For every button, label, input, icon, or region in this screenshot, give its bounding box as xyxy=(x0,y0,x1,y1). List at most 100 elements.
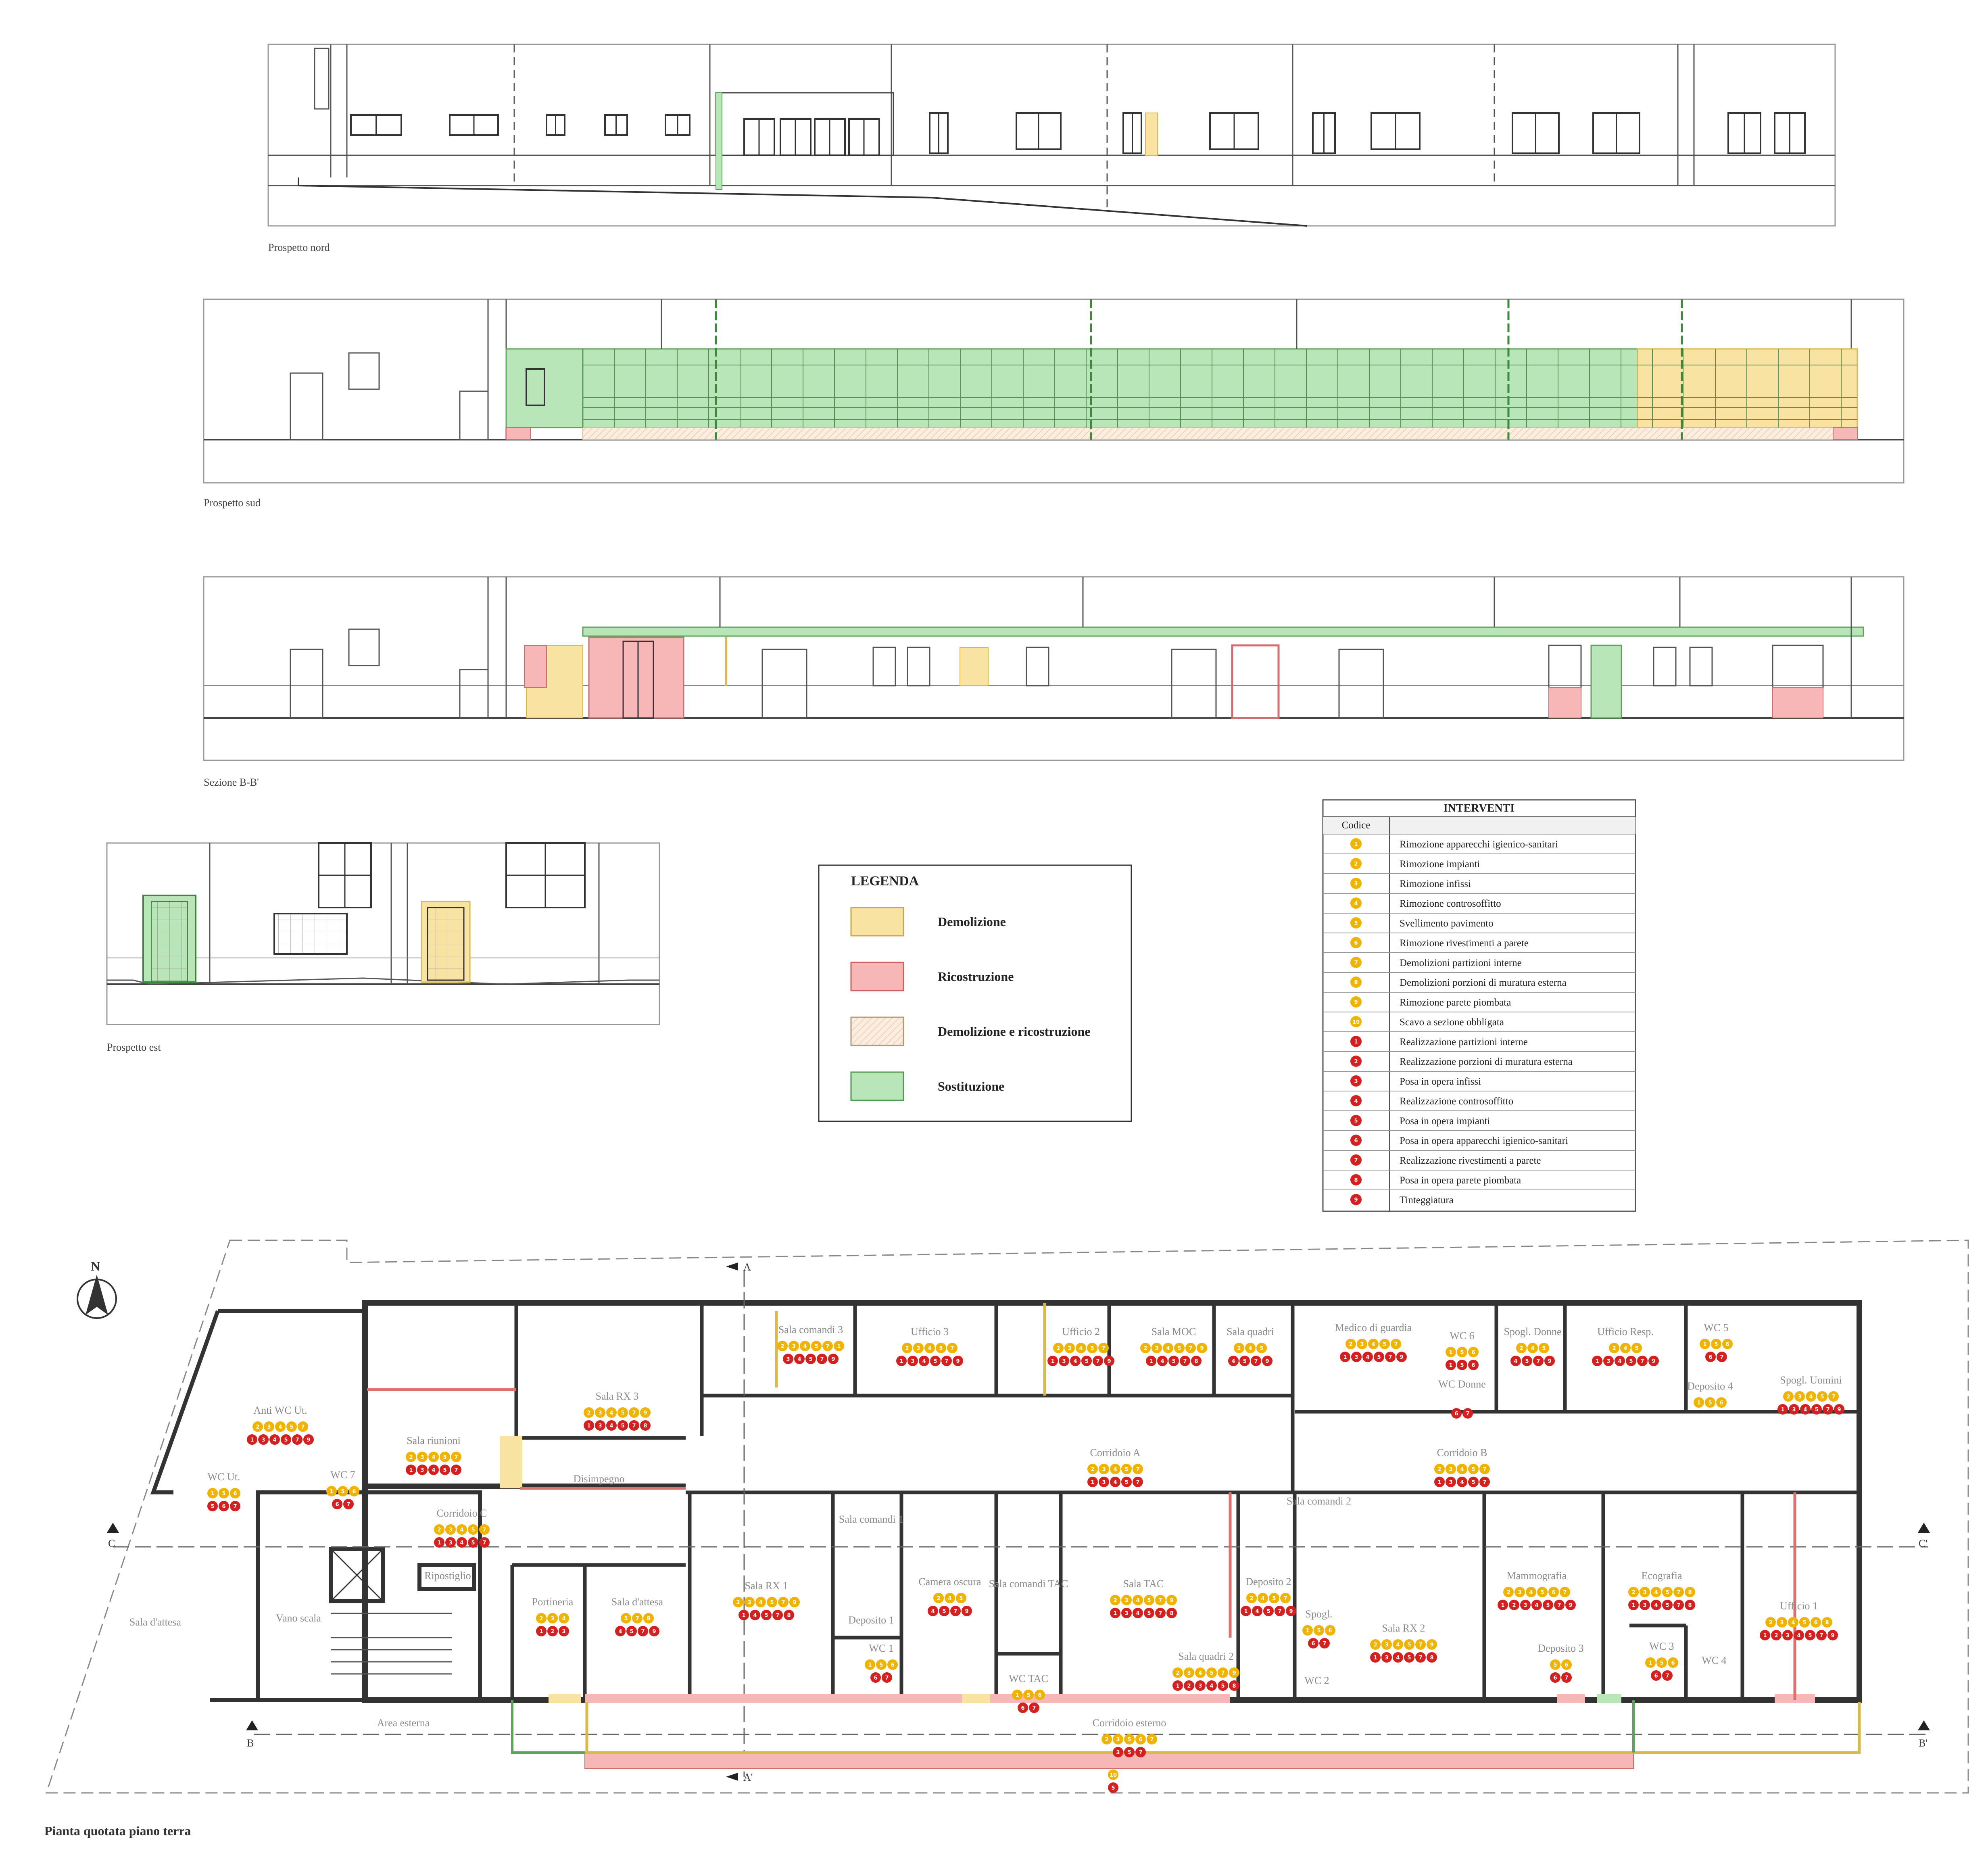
intervention-code: 10 xyxy=(1352,1019,1360,1025)
intervention-code-badge-icon xyxy=(1350,977,1362,988)
demolition-badge-icon xyxy=(924,1343,935,1353)
badge-code: 1 xyxy=(1244,1609,1247,1615)
badge-code: 2 xyxy=(905,1346,909,1352)
badge-code: 7 xyxy=(945,1358,948,1365)
badge-code: 4 xyxy=(931,1609,935,1615)
demolition-badge-icon xyxy=(1151,1343,1162,1353)
badge-code: 7 xyxy=(826,1344,829,1350)
badge-code: 7 xyxy=(454,1467,458,1473)
badge-code: 1 xyxy=(1501,1603,1504,1609)
demolition-badge-icon xyxy=(1140,1343,1151,1353)
badge-code: 4 xyxy=(1255,1609,1259,1615)
section-b-prime-label: B' xyxy=(1919,1737,1928,1749)
demolition-badge-icon xyxy=(1124,1734,1135,1744)
demolition-badge-icon xyxy=(1806,1391,1816,1402)
badge-code: 1 xyxy=(868,1662,872,1668)
construction-badge-icon xyxy=(406,1465,416,1475)
construction-badge-icon xyxy=(1262,1356,1272,1366)
construction-badge-icon xyxy=(1550,1672,1560,1683)
badge-code: 3 xyxy=(551,1616,554,1622)
badge-code: 1 xyxy=(1051,1358,1054,1365)
intervention-description: Rimozione rivestimenti a parete xyxy=(1400,938,1529,949)
construction-badge-icon xyxy=(559,1626,569,1636)
construction-badge-icon xyxy=(1195,1680,1206,1691)
demolition-badge-icon xyxy=(1101,1734,1112,1744)
demolition-badge-icon xyxy=(1256,1343,1267,1353)
construction-badge-icon xyxy=(451,1465,461,1475)
demolition-badge-icon xyxy=(1166,1595,1177,1605)
room-label: Sala riunioni xyxy=(407,1435,461,1446)
badge-code: 7 xyxy=(632,1410,636,1416)
badge-code: 7 xyxy=(1419,1642,1422,1648)
badge-code: 5 xyxy=(1553,1662,1557,1668)
badge-code: 1 xyxy=(1373,1655,1377,1661)
intervention-code-badge-icon xyxy=(1350,1016,1362,1027)
badge-code: 5 xyxy=(1124,1467,1128,1473)
construction-badge-icon xyxy=(1070,1356,1081,1366)
badge-code: 4 xyxy=(1460,1467,1464,1473)
construction-badge-icon xyxy=(761,1610,772,1620)
room-label: Sala comandi 1 xyxy=(839,1513,903,1525)
badge-code: 7 xyxy=(1466,1411,1469,1417)
demolition-badge-icon xyxy=(1302,1625,1313,1636)
badge-code: 9 xyxy=(1232,1670,1236,1676)
construction-badge-icon xyxy=(1457,1477,1467,1487)
badge-code: 1 xyxy=(837,1344,841,1350)
badge-code: 8 xyxy=(1825,1620,1829,1626)
badge-code: 1 xyxy=(330,1489,333,1495)
construction-badge-icon xyxy=(303,1434,314,1445)
badge-code: 2 xyxy=(1349,1342,1352,1348)
demolition-badge-icon xyxy=(1087,1464,1098,1474)
badge-code: 3 xyxy=(1643,1590,1646,1596)
room-label: Sala RX 3 xyxy=(596,1390,639,1402)
construction-badge-icon xyxy=(1415,1652,1426,1663)
construction-badge-icon xyxy=(907,1356,918,1366)
construction-badge-icon xyxy=(1705,1352,1716,1362)
badge-code: 7 xyxy=(1677,1590,1680,1596)
construction-badge-icon xyxy=(417,1465,428,1475)
intervention-code-badge-icon xyxy=(1350,838,1362,849)
badge-code: 5 xyxy=(1815,1407,1818,1413)
demolition-badge-icon xyxy=(1135,1734,1146,1744)
demolition-badge-icon xyxy=(1645,1657,1656,1668)
demolition-badge-icon xyxy=(1783,1391,1794,1402)
badge-code: 4 xyxy=(1113,1479,1117,1486)
demolition-badge-icon xyxy=(1184,1667,1194,1678)
badge-code: 5 xyxy=(933,1358,937,1365)
legend-label-ricostruzione: Ricostruzione xyxy=(938,969,1014,984)
prospetto-sud: Prospetto sud xyxy=(203,298,1905,509)
view-title-prospetto-est: Prospetto est xyxy=(107,1041,161,1053)
construction-badge-icon xyxy=(1615,1356,1625,1366)
demolition-badge-icon xyxy=(1098,1343,1109,1353)
construction-badge-icon xyxy=(805,1354,816,1364)
badge-code: 5 xyxy=(1407,1642,1411,1648)
demolition-badge-icon xyxy=(834,1341,844,1351)
badge-code: 1 xyxy=(1091,1479,1094,1486)
badge-code: 5 xyxy=(443,1467,446,1473)
construction-badge-icon xyxy=(1087,1477,1098,1487)
badge-code: 3 xyxy=(1354,1354,1358,1360)
badge-code: 3 xyxy=(562,1629,565,1635)
demolition-badge-icon xyxy=(1777,1617,1787,1628)
room-label: Anti WC Ut. xyxy=(253,1404,307,1416)
construction-badge-icon xyxy=(1059,1356,1069,1366)
badge-code: 3 xyxy=(1068,1346,1071,1352)
badge-code: 4 xyxy=(1809,1394,1813,1400)
badge-code: 7 xyxy=(776,1613,779,1619)
room-label: WC 7 xyxy=(330,1469,355,1481)
construction-badge-icon xyxy=(1351,1352,1362,1362)
badge-code: 2 xyxy=(937,1596,940,1602)
intervention-description: Rimozione impianti xyxy=(1400,859,1480,870)
construction-badge-icon xyxy=(1184,1680,1194,1691)
construction-badge-icon xyxy=(1144,1608,1154,1618)
construction-badge-icon xyxy=(638,1626,648,1636)
demolition-badge-icon xyxy=(1121,1595,1132,1605)
construction-badge-icon xyxy=(1081,1356,1092,1366)
badge-code: 2 xyxy=(1769,1620,1772,1626)
badge-code: 5 xyxy=(1460,1350,1464,1356)
badge-code: 5 xyxy=(1177,1346,1181,1352)
room-label: Sala d'attesa xyxy=(611,1596,663,1608)
construction-badge-icon xyxy=(1172,1680,1183,1691)
badge-code: 9 xyxy=(831,1356,835,1363)
